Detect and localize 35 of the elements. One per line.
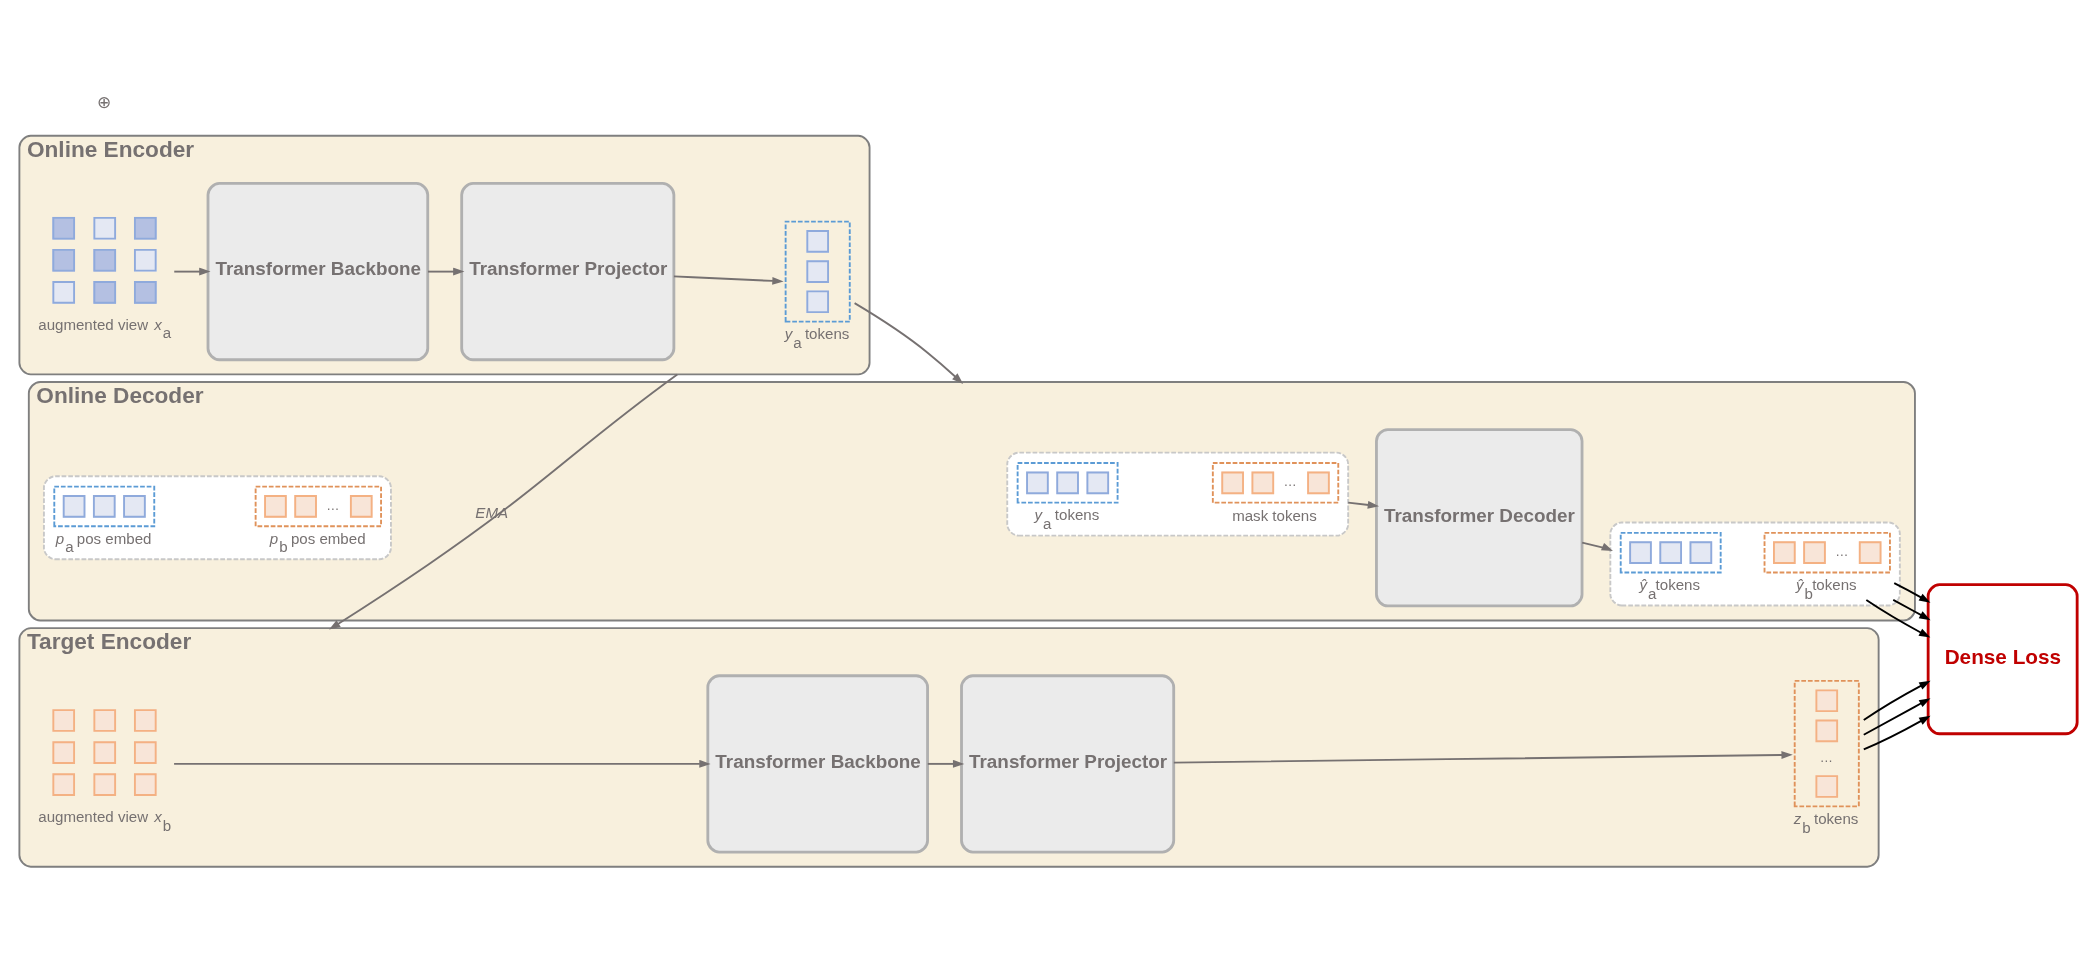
node-box: [784, 220, 851, 323]
arrow: [1865, 598, 1931, 638]
arrow: [329, 372, 679, 630]
node-box: [53, 485, 156, 527]
node-box: Dense Loss: [1926, 582, 2079, 735]
node-box: Transformer Decoder: [1375, 427, 1584, 607]
arrow: [672, 274, 784, 285]
node-label: mask tokens: [1232, 506, 1317, 524]
label: ⊕: [96, 92, 111, 112]
arrow: [1581, 541, 1613, 551]
node-box: Transformer Projector: [460, 181, 676, 361]
arrow: [427, 267, 465, 276]
node-box: [1016, 461, 1119, 504]
arrow: [926, 759, 965, 768]
node-box: [1619, 531, 1722, 573]
arrow: [1862, 680, 1931, 721]
node-box: …: [1793, 679, 1860, 807]
arrow: [173, 759, 711, 768]
arrow: [1893, 581, 1931, 603]
arrow: [1892, 598, 1931, 620]
node-box: …: [254, 485, 382, 527]
node-box: …: [1211, 461, 1340, 504]
cluster: [42, 474, 392, 560]
arrow: [1347, 500, 1380, 509]
node-box: Transformer Projector: [960, 673, 1176, 853]
arrow: [173, 267, 211, 276]
node-box: Transformer Backbone: [206, 181, 430, 361]
arrow: [1862, 715, 1931, 750]
node-box: Transformer Backbone: [706, 673, 929, 853]
arrow: [1862, 697, 1931, 736]
node-box: …: [1763, 531, 1891, 573]
arrow: [1172, 750, 1793, 764]
cluster: [1006, 451, 1350, 537]
cluster: [1609, 521, 1901, 606]
arrow: [853, 301, 964, 384]
